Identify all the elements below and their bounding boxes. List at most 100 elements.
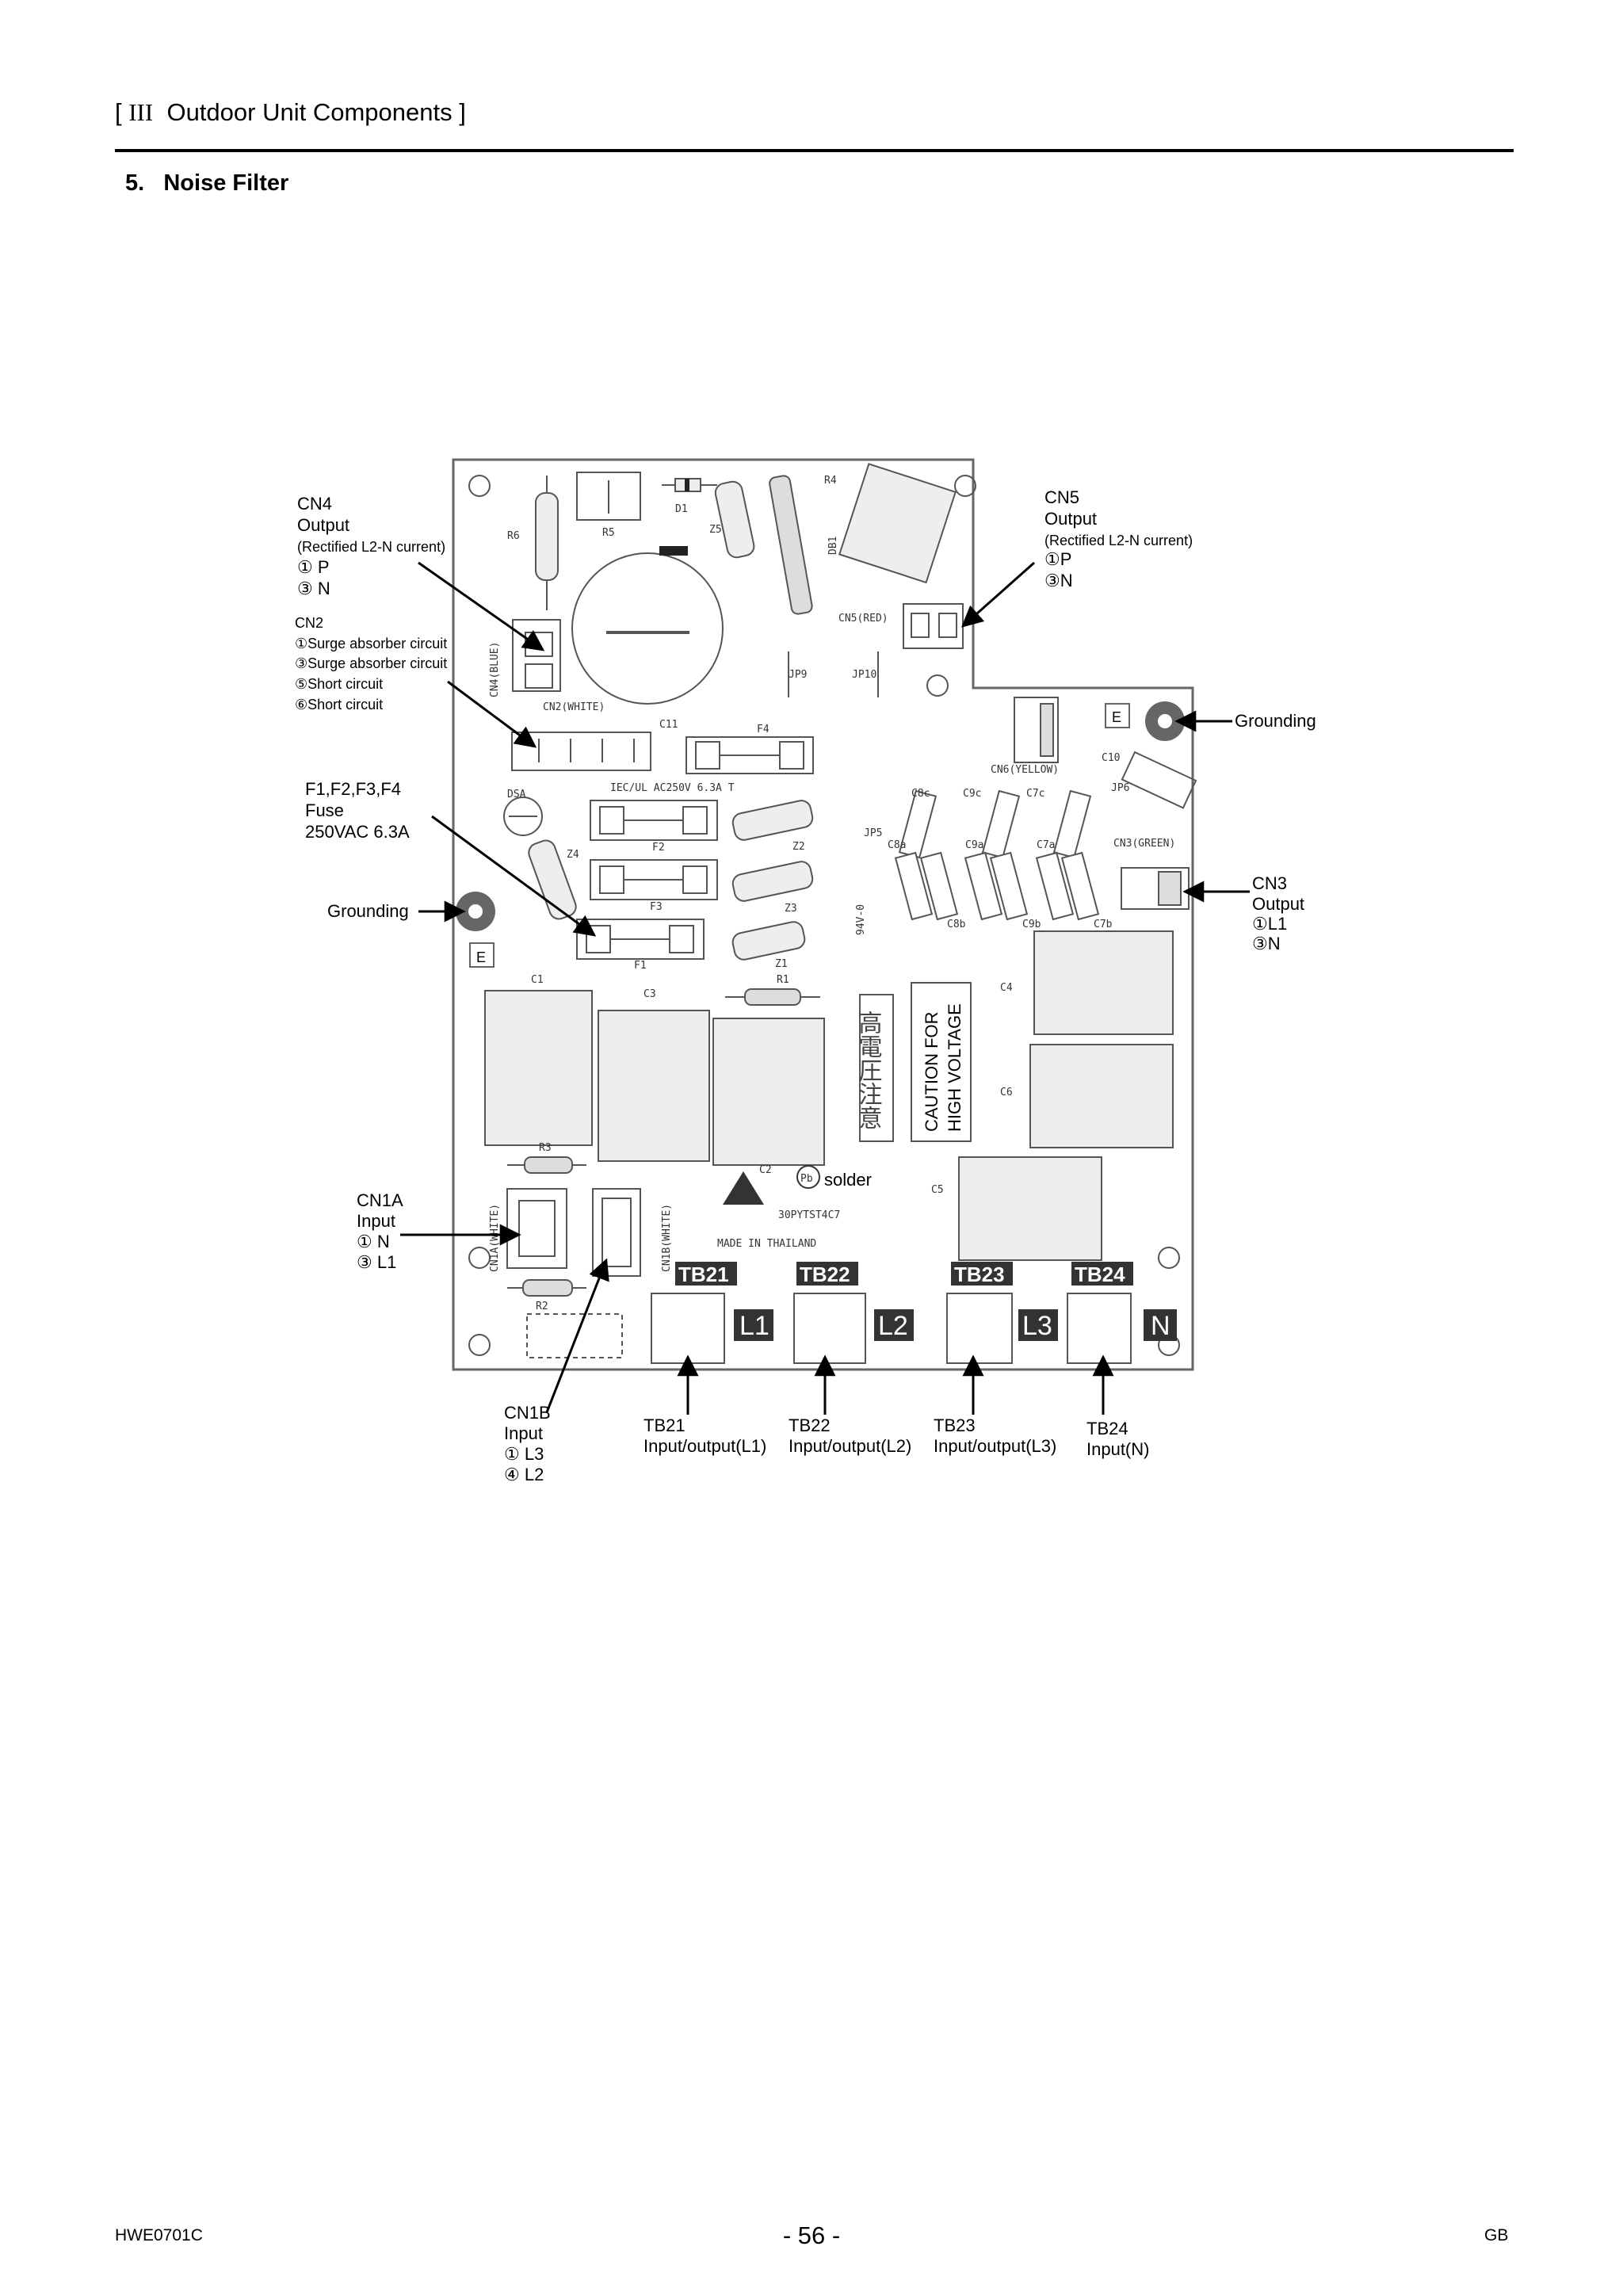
header-title: Outdoor Unit Components [166, 98, 453, 126]
cn1b-title: CN1B [504, 1403, 551, 1423]
silk-cn5: CN5(RED) [838, 613, 888, 625]
c5-capacitor [958, 1156, 1102, 1261]
cn3-line-2: Output [1252, 894, 1304, 914]
fuse-leader [431, 815, 597, 937]
c10-capacitor [1121, 751, 1197, 809]
callout-tb24: TB24 Input(N) [1086, 1419, 1149, 1459]
tb21-title: TB21 [643, 1415, 685, 1435]
silk-c2: C2 [759, 1164, 772, 1176]
c1-capacitor [484, 990, 593, 1146]
cn4-title: CN4 [297, 494, 332, 514]
cn2-line-4: ⑤Short circuit [295, 676, 383, 692]
callout-cn5: CN5 Output (Rectified L2-N current) ①P ③… [1044, 487, 1193, 590]
cn1b-leader [545, 1258, 609, 1413]
r6-resistor [535, 492, 559, 581]
caution-box [911, 982, 972, 1142]
ground-mark-left [469, 942, 495, 968]
lead-free-pb: Pb [800, 1173, 813, 1185]
silk-jp9: JP9 [789, 669, 807, 681]
dsa-surge-absorber [503, 797, 543, 836]
silk-f1: F1 [634, 960, 647, 972]
cn5-leader [960, 561, 1035, 628]
page-title: 5. Noise Filter [125, 170, 289, 196]
header-roman: III [128, 98, 154, 126]
silk-c11: C11 [659, 719, 678, 731]
cn1a-line-4: ③ L1 [357, 1252, 396, 1272]
fuse-f3 [590, 859, 718, 900]
callout-ground-right: Grounding [1235, 711, 1316, 731]
callout-fuse: F1,F2,F3,F4 Fuse 250VAC 6.3A [305, 779, 410, 842]
tb22-tag: TB22 [800, 1263, 850, 1286]
fuse-f2 [590, 800, 718, 841]
cn1b-line-2: Input [504, 1423, 543, 1443]
db1-bridge [838, 463, 957, 584]
caution-line-1: CAUTION FOR [922, 1011, 941, 1132]
tb21-line: L1 [739, 1311, 769, 1341]
silk-z2: Z2 [792, 841, 805, 853]
cn5-title: CN5 [1044, 487, 1079, 507]
cn1a-title: CN1A [357, 1190, 403, 1210]
cn2-line-2: ①Surge absorber circuit [295, 636, 447, 651]
terminal-tb22: TB22 L2 [793, 1262, 914, 1364]
tb21-desc: Input/output(L1) [643, 1436, 766, 1456]
callout-cn1a: CN1A Input ① N ③ L1 [357, 1190, 403, 1272]
section-header: [ III Outdoor Unit Components ] [115, 98, 466, 126]
r2-resistor [522, 1279, 573, 1297]
silk-c8b: C8b [947, 919, 966, 930]
cn4-line-3: (Rectified L2-N current) [297, 539, 445, 555]
cn3-line-3: ①L1 [1252, 914, 1287, 934]
silk-c8a: C8a [888, 839, 906, 851]
made-in: MADE IN THAILAND [717, 1238, 816, 1250]
silk-r6: R6 [507, 530, 520, 542]
ground-mark-right-text: E [1112, 709, 1121, 725]
footer-region: GB [1484, 2226, 1509, 2244]
cn2-connector [511, 732, 651, 771]
silk-cn4: CN4(BLUE) [489, 642, 501, 697]
callout-tb22: TB22 Input/output(L2) [789, 1415, 911, 1456]
silk-z1: Z1 [775, 958, 788, 970]
silk-c10: C10 [1102, 752, 1120, 764]
electrolytic-capacitor [571, 552, 724, 705]
silk-db1: DB1 [827, 537, 839, 555]
silk-r3: R3 [539, 1142, 552, 1154]
callout-tb21: TB21 Input/output(L1) [643, 1415, 766, 1456]
cn4-line-4: ① P [297, 557, 330, 577]
silk-c8c: C8c [911, 788, 930, 800]
silk-c7c: C7c [1026, 788, 1044, 800]
cn5-line-4: ①P [1044, 549, 1071, 569]
cn1b-line-3: ① L3 [504, 1444, 544, 1464]
silk-94v: 94V-0 [855, 904, 867, 935]
r3-resistor [524, 1156, 573, 1174]
silk-z5: Z5 [709, 524, 722, 536]
terminal-tb21: TB21 L1 [651, 1262, 773, 1364]
tb24-tag: TB24 [1075, 1263, 1125, 1286]
silk-cn1a: CN1A(WHITE) [489, 1204, 501, 1272]
silk-cn1b: CN1B(WHITE) [661, 1204, 673, 1272]
silk-fuse-rating: IEC/UL AC250V 6.3A T [610, 782, 735, 794]
silk-f4: F4 [757, 724, 769, 735]
cn4-line-2: Output [297, 515, 349, 535]
callout-tb23: TB23 Input/output(L3) [934, 1415, 1056, 1456]
cn3-line-4: ③N [1252, 934, 1281, 953]
silk-jp10: JP10 [852, 669, 876, 681]
c4-capacitor [1033, 930, 1174, 1035]
r5-resistor [576, 472, 641, 521]
silk-f2: F2 [652, 842, 665, 854]
ground-mark-left-text: E [476, 949, 486, 965]
cn5-line-3: (Rectified L2-N current) [1044, 533, 1193, 548]
silk-r5: R5 [602, 527, 615, 539]
board-model: 30PYTST4C7 [778, 1209, 840, 1221]
c3-capacitor [598, 1010, 710, 1162]
manufacturer-logo [723, 1171, 764, 1205]
terminal-tb24: TB24 N [1067, 1262, 1177, 1364]
header-rule [115, 149, 1514, 152]
r4-resistor [769, 475, 813, 615]
terminal-tb23: TB23 L3 [946, 1262, 1058, 1364]
silk-r4: R4 [824, 475, 837, 487]
silk-r2: R2 [536, 1301, 548, 1312]
callout-cn2: CN2 ①Surge absorber circuit ③Surge absor… [295, 615, 447, 712]
tb24-line: N [1151, 1311, 1170, 1341]
c2-capacitor [712, 1018, 825, 1166]
tb22-title: TB22 [789, 1415, 831, 1435]
tb23-desc: Input/output(L3) [934, 1436, 1056, 1456]
